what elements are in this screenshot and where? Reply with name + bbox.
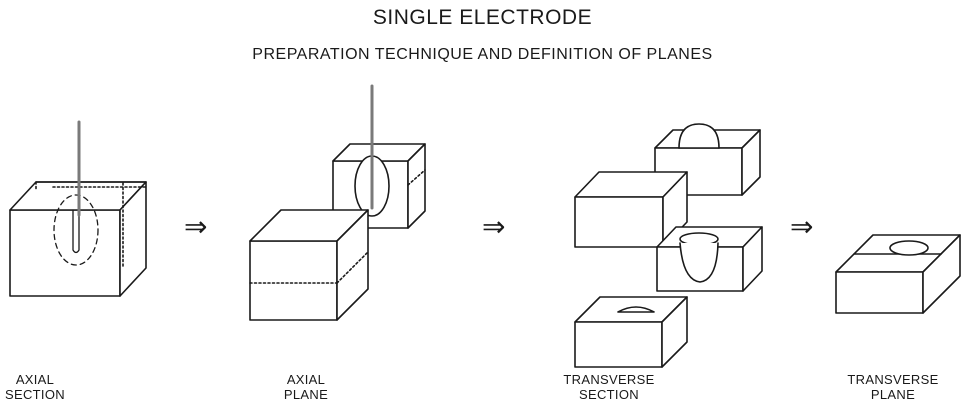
caption-axial-plane: AXIAL PLANE	[276, 372, 336, 402]
caption-line: AXIAL	[15, 372, 55, 387]
caption-line: AXIAL	[286, 372, 326, 387]
arrow-2: ⇒	[482, 211, 506, 242]
caption-line: SECTION	[5, 387, 65, 402]
caption-line: PLANE	[870, 387, 916, 402]
transverse-slab-top-right	[654, 123, 761, 196]
arrow-3: ⇒	[790, 211, 814, 242]
caption-axial-section: AXIAL SECTION	[2, 372, 68, 402]
caption-line: PLANE	[283, 387, 329, 402]
axial-plane-lower-block	[249, 209, 369, 321]
caption-transverse-section: TRANSVERSE SECTION	[554, 372, 664, 402]
transverse-plane-block	[835, 234, 961, 314]
transverse-slab-middle-right	[656, 226, 763, 292]
caption-line: TRANSVERSE	[563, 372, 655, 387]
sampling-region-outline	[53, 194, 99, 266]
caption-line: TRANSVERSE	[847, 372, 939, 387]
transverse-slab-bottom-left	[574, 296, 688, 368]
transverse-slab-top-left	[574, 171, 688, 248]
caption-transverse-plane: TRANSVERSE PLANE	[838, 372, 948, 402]
figure-subtitle: PREPARATION TECHNIQUE AND DEFINITION OF …	[252, 46, 713, 63]
arrow-1: ⇒	[184, 211, 208, 242]
caption-line: SECTION	[579, 387, 639, 402]
figure-title: SINGLE ELECTRODE	[372, 6, 593, 29]
